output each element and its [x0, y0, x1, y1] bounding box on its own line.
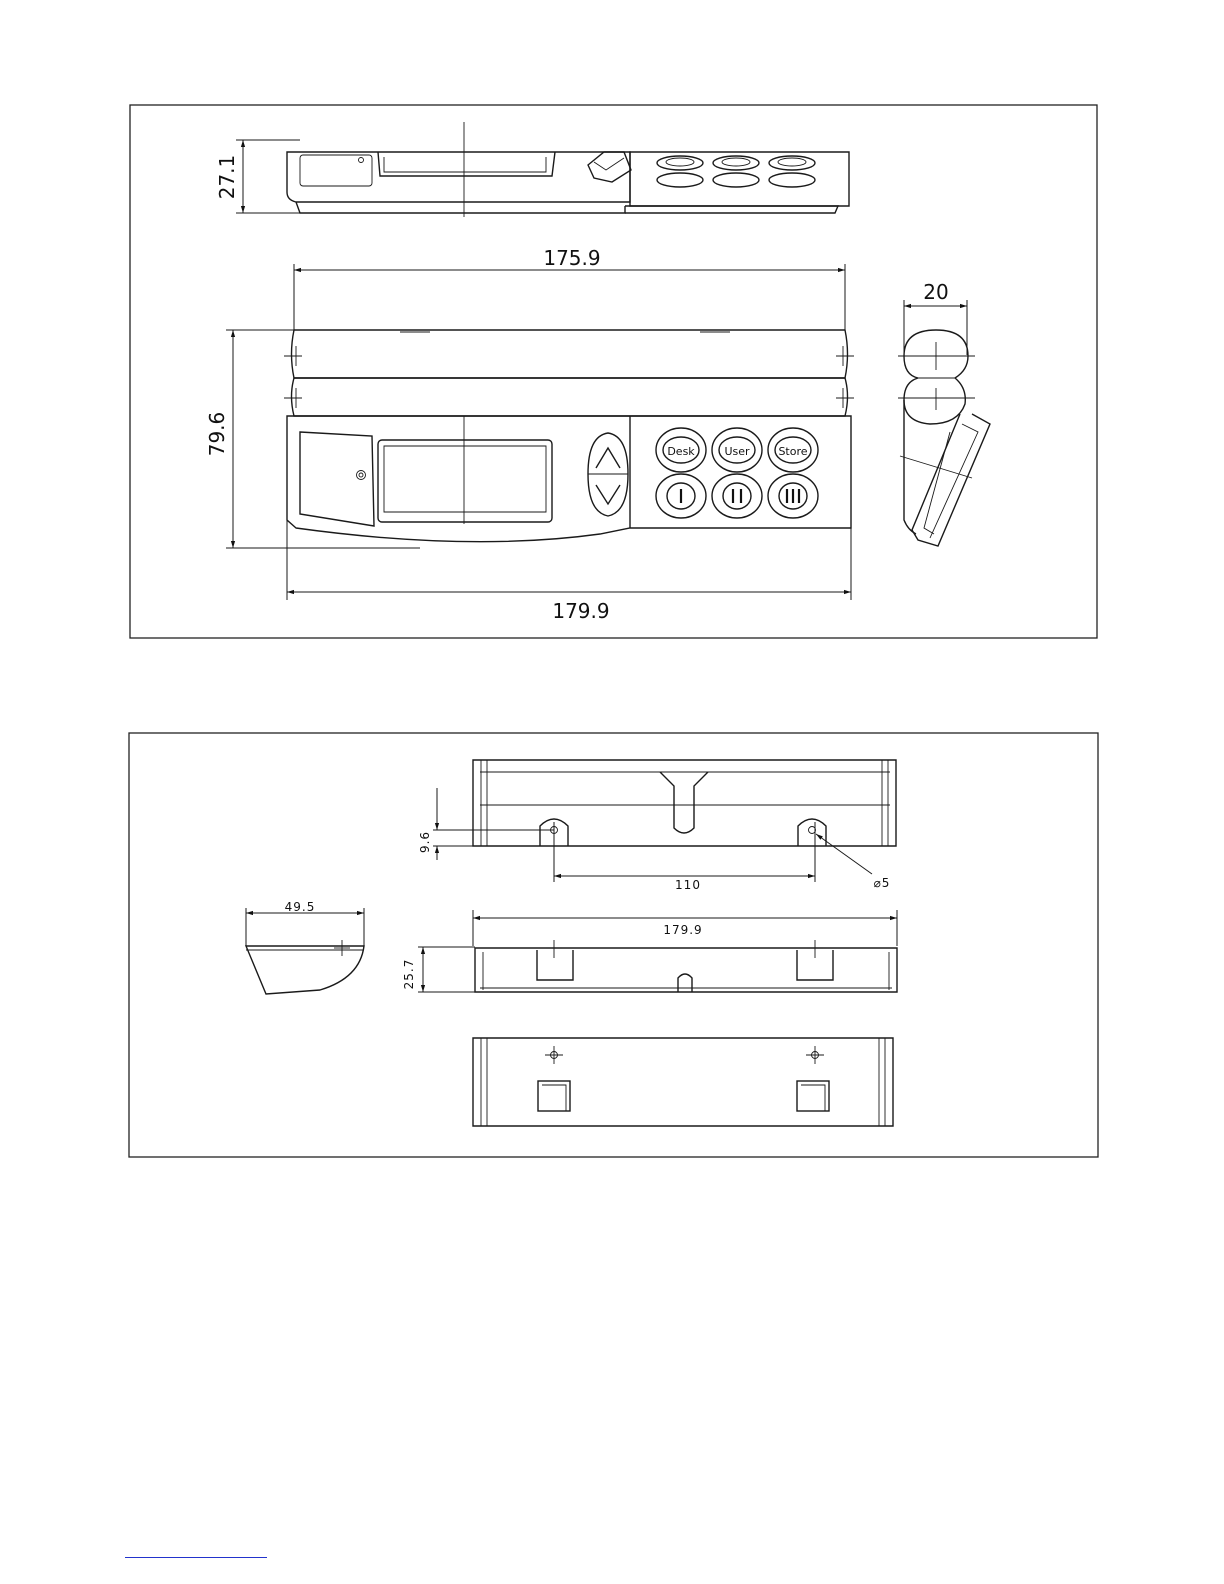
dimension-bracket-width: 179.9 — [473, 910, 897, 946]
dim-179-9-label: 179.9 — [552, 599, 609, 623]
dimension-height-front: 79.6 — [205, 330, 420, 548]
dim-79-6-label: 79.6 — [205, 412, 229, 457]
numeral-iii-icon — [787, 489, 799, 503]
user-button-label: User — [724, 445, 750, 458]
dim-27-1-label: 27.1 — [215, 155, 239, 200]
dim-49-5-label: 49.5 — [285, 900, 316, 914]
memory-2-button[interactable] — [712, 474, 762, 518]
dim-179-9-bracket-label: 179.9 — [663, 923, 702, 937]
dim-110-label: 110 — [675, 878, 701, 892]
dim-175-9-label: 175.9 — [543, 246, 600, 270]
device-top-view — [287, 122, 849, 217]
store-button[interactable]: Store — [768, 428, 818, 472]
numeral-ii-icon — [733, 489, 741, 503]
bracket-front-view — [475, 940, 897, 992]
store-button-label: Store — [778, 445, 807, 458]
user-button[interactable]: User — [712, 428, 762, 472]
dimension-width-bottom: 179.9 — [287, 520, 851, 623]
dimension-hole-offset: 9.6 — [418, 788, 554, 860]
keypad: Desk User Store — [656, 428, 818, 518]
dimension-bracket-height: 25.7 — [402, 947, 475, 992]
desk-button[interactable]: Desk — [656, 428, 706, 472]
bracket-bottom-view — [473, 1038, 893, 1126]
bracket-top-view — [473, 760, 896, 846]
bracket-side-view: 49.5 — [246, 900, 364, 994]
device-side-view: 20 — [898, 280, 990, 546]
panel-1-frame — [130, 105, 1097, 638]
dim-9-6-label: 9.6 — [418, 831, 432, 853]
dimension-hole-diameter: ⌀5 — [816, 834, 890, 890]
dim-diameter-5-label: ⌀5 — [874, 876, 891, 890]
desk-button-label: Desk — [667, 445, 695, 458]
footnote-separator — [125, 1557, 267, 1558]
dimension-width-top: 175.9 — [294, 246, 845, 330]
dim-25-7-label: 25.7 — [402, 959, 416, 990]
dim-20-label: 20 — [923, 280, 948, 304]
memory-3-button[interactable] — [768, 474, 818, 518]
panel-2-frame — [129, 733, 1098, 1157]
device-front-view — [284, 330, 854, 542]
memory-1-button[interactable] — [656, 474, 706, 518]
